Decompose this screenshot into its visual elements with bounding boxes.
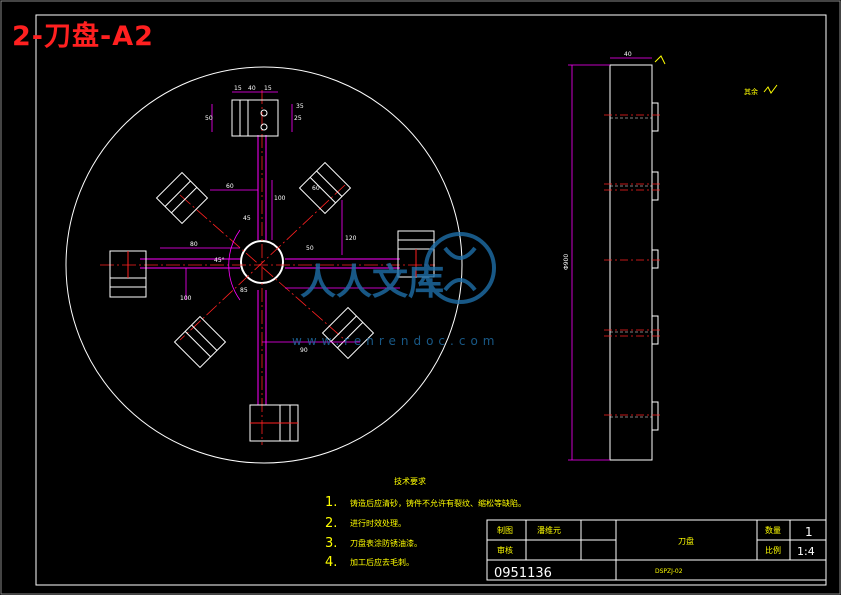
dim-center-c: 45: [243, 215, 251, 222]
tech-requirements: 技术要求 1. 铸造后应清砂，铸件不允许有裂纹、缩松等缺陷。 2. 进行时效处理…: [325, 476, 526, 570]
side-view: 40 Φ900: [563, 51, 666, 461]
dimension-texts: 40 15 15 50 25 35 60 60 80 100 100 120 4…: [180, 85, 357, 354]
holder-right: [397, 230, 435, 278]
side-hole-lines: [604, 114, 662, 416]
dim-top-c: 50: [205, 115, 213, 122]
side-height-dim: Φ900: [563, 254, 570, 270]
holder-top-left: [155, 171, 209, 225]
req-3-text: 刀盘表涂防锈油漆。: [350, 538, 422, 548]
tb-scale-label: 比例: [765, 545, 781, 555]
dim-top-a: 15: [234, 85, 242, 92]
side-protrusions: [651, 102, 659, 431]
dim-top-width: 40: [248, 85, 256, 92]
dim-top-d: 25: [294, 115, 302, 122]
dim-top-e: 35: [296, 103, 304, 110]
dim-right-b: 50: [306, 245, 314, 252]
req-3-num: 3.: [325, 536, 337, 551]
side-dimension-lines: [568, 57, 652, 461]
dim-left-b: 100: [180, 295, 192, 302]
tb-checked-label: 审核: [497, 545, 513, 555]
sheet-inner-border: [35, 14, 827, 586]
tb-scale-value: 1:4: [797, 545, 815, 558]
holder-bottom-right: [321, 306, 375, 360]
center-lines: [100, 90, 435, 445]
front-view: 40 15 15 50 25 35 60 60 80 100 100 120 4…: [65, 66, 463, 464]
dim-lower: 90: [300, 347, 308, 354]
dim-diag-a: 60: [226, 183, 234, 190]
title-block: 制图 潘维元 审核 刀盘 数量 比例 DSPZJ-02 1 1:4 095113…: [486, 519, 827, 581]
side-width-dim: 40: [624, 51, 632, 58]
dim-left-a: 80: [190, 241, 198, 248]
holder-bottom-left: [173, 315, 227, 369]
dim-right-a: 85: [240, 287, 248, 294]
roughness-symbol: [654, 55, 666, 65]
tb-drawn-name: 潘维元: [537, 525, 561, 535]
holder-bottom: [249, 404, 299, 442]
dim-angle: 45°: [214, 257, 225, 264]
sheet-title: 2-刀盘-A2: [12, 21, 154, 52]
tool-holders: [109, 99, 435, 442]
tb-drawing-no: 0951136: [494, 566, 552, 581]
dimension-lines: [160, 91, 400, 343]
req-2-num: 2.: [325, 516, 337, 531]
dim-center-a: 100: [274, 195, 286, 202]
dim-center-b: 120: [345, 235, 357, 242]
disc-outline: [65, 66, 463, 464]
req-2-text: 进行时效处理。: [350, 518, 406, 528]
tb-code: DSPZJ-02: [655, 568, 683, 575]
watermark: 人人文库 www.renrendoc.com: [292, 232, 499, 348]
dim-diag-b: 60: [312, 185, 320, 192]
req-1-text: 铸造后应清砂，铸件不允许有裂纹、缩松等缺陷。: [350, 498, 526, 508]
tb-drawn-label: 制图: [497, 525, 513, 535]
side-outline: [609, 64, 653, 461]
req-4-text: 加工后应去毛刺。: [350, 557, 414, 567]
surface-note: 其余: [744, 87, 758, 96]
tb-part-name: 刀盘: [678, 536, 694, 546]
slot-tracks: [140, 135, 400, 405]
tb-qty-label: 数量: [765, 525, 781, 535]
req-1-num: 1.: [325, 495, 337, 510]
watermark-logo-icon: [424, 232, 496, 304]
holder-top-right: [298, 161, 352, 215]
tech-heading: 技术要求: [394, 476, 426, 486]
holder-left: [109, 250, 147, 298]
watermark-url: www.renrendoc.com: [292, 334, 499, 348]
tb-qty-value: 1: [805, 525, 813, 539]
dim-top-b: 15: [264, 85, 272, 92]
holder-top: [231, 99, 279, 137]
watermark-text: 人人文库: [300, 262, 444, 303]
req-4-num: 4.: [325, 555, 337, 570]
surface-roughness-icon: [763, 84, 778, 94]
